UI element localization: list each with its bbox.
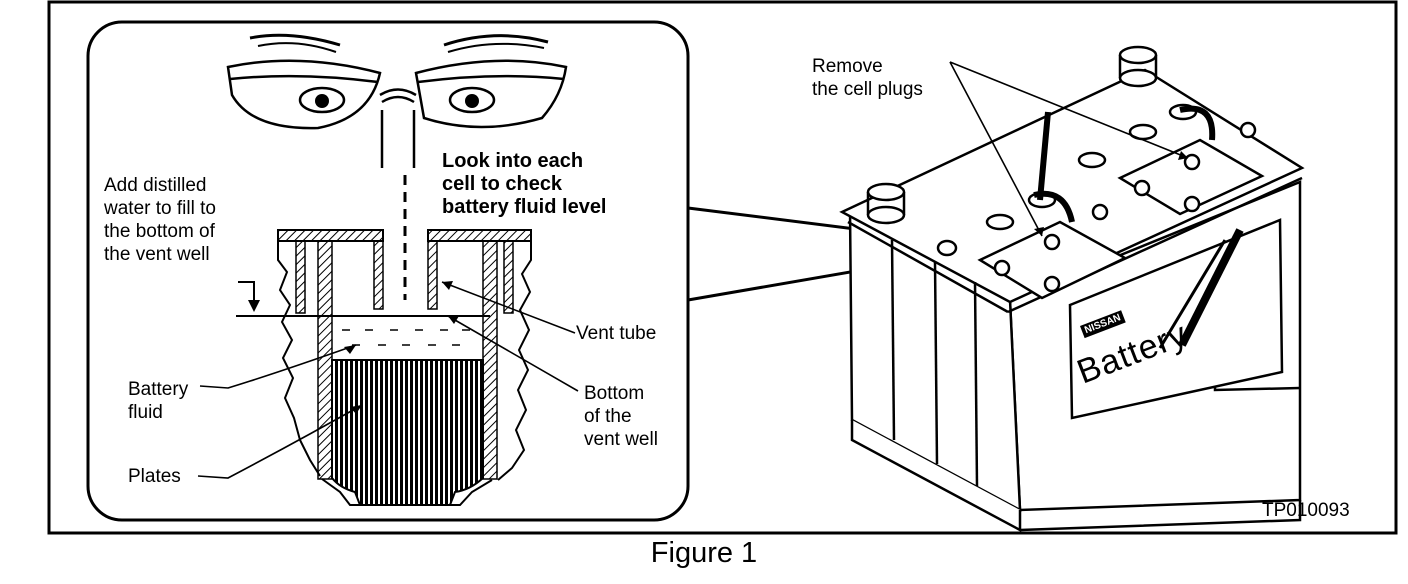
- look-into-cell-label: Look into each cell to check battery flu…: [442, 150, 607, 218]
- fill-level-arrow: [238, 281, 255, 306]
- figure-caption: Figure 1: [650, 537, 758, 569]
- plug-leader-lines: [949, 61, 1189, 237]
- remove-cell-plugs-label: Remove the cell plugs: [812, 56, 923, 100]
- figure-frame: [47, 0, 1398, 535]
- plates-label: Plates: [128, 466, 181, 487]
- battery-illustration: [839, 45, 1305, 533]
- bottom-of-vent-well-label: Bottom of the vent well: [584, 383, 658, 450]
- safety-goggles-icon: [226, 33, 568, 168]
- vent-tube-label: Vent tube: [576, 323, 657, 344]
- figure-code: TP010093: [1262, 500, 1350, 521]
- cutaway-inset-panel: [86, 20, 690, 522]
- inset-leader-lines: [197, 281, 579, 479]
- add-distilled-water-label: Add distilled water to fill to the botto…: [104, 175, 216, 265]
- battery-fluid-label: Battery fluid: [128, 379, 189, 423]
